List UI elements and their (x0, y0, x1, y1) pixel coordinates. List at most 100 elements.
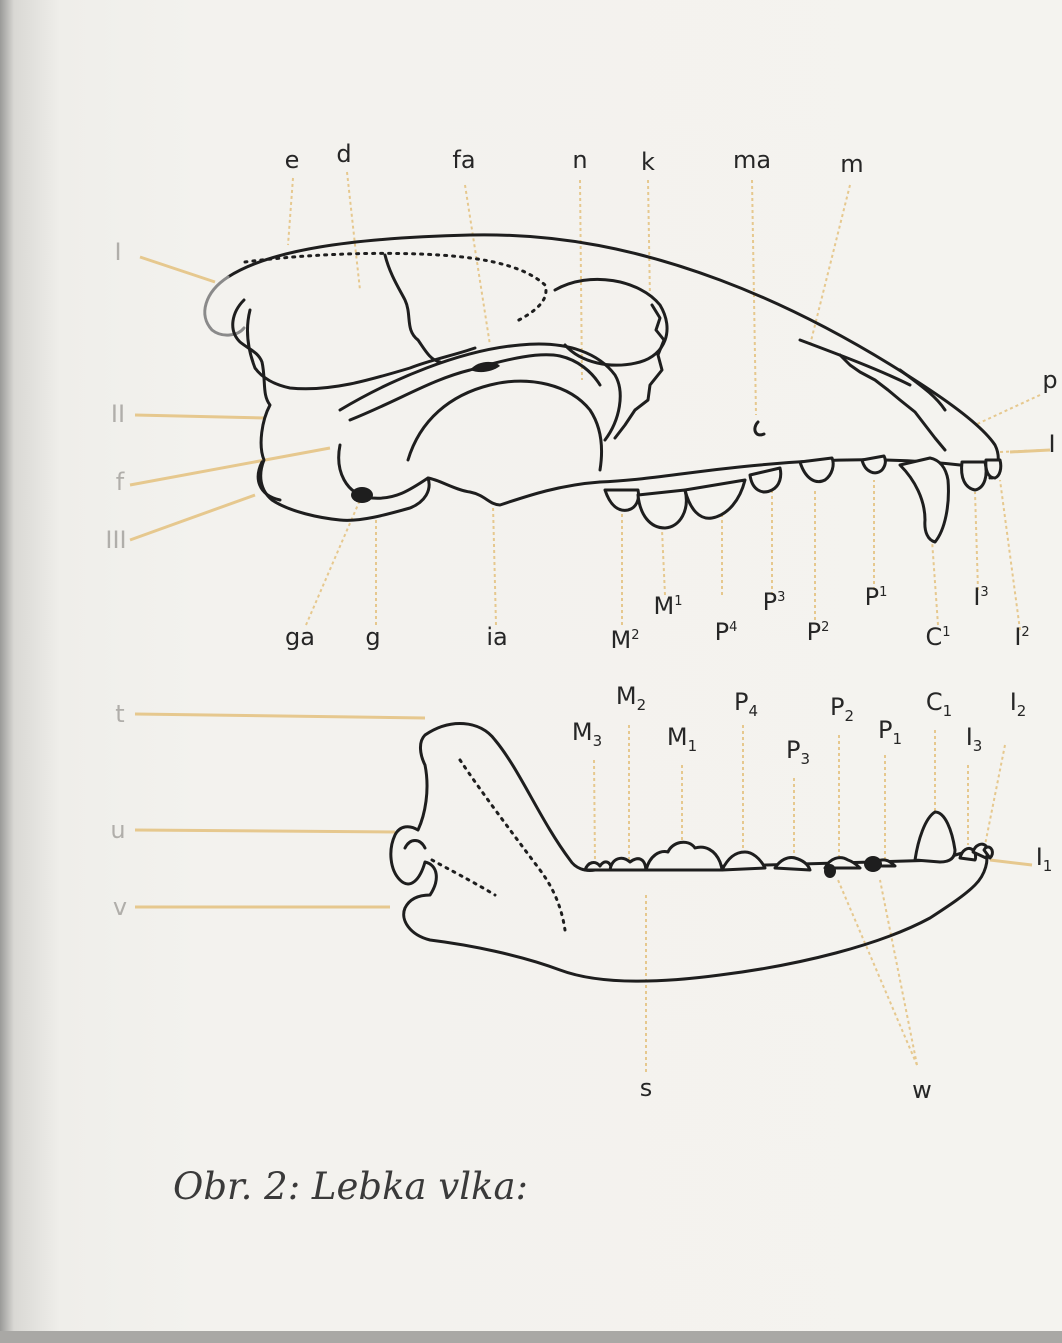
label-n: n (572, 148, 587, 172)
cranium-solids (351, 362, 500, 503)
leader-jaw-w2 (880, 880, 917, 1065)
leader-I3 (975, 492, 978, 590)
tooth-upper-C1 (900, 458, 948, 542)
label-lower-P2: P2 (830, 695, 854, 724)
tooth-upper-I2 (986, 460, 1001, 478)
label-ga: ga (285, 625, 315, 649)
leader-jaw-I1 (990, 860, 1032, 865)
nasal-suture (840, 355, 945, 450)
lower-teeth (585, 812, 992, 870)
masseteric-fossa-dots (460, 760, 565, 930)
leader-M1 (662, 530, 665, 595)
leader-i-left (1010, 450, 1050, 452)
figure-caption: Obr. 2: Lebka vlka: (173, 1165, 528, 1208)
label-upper-M2: M2 (611, 628, 640, 652)
tooth-upper-P3 (750, 468, 781, 492)
tooth-upper-P1 (862, 456, 885, 473)
label-lower-M1: M1 (667, 725, 697, 754)
label-upper-I3: I3 (973, 585, 988, 609)
tooth-upper-M2 (605, 490, 639, 510)
label-lower-P1: P1 (878, 718, 902, 747)
label-upper-P2: P2 (807, 620, 830, 644)
label-upper-P4: P4 (715, 620, 738, 644)
leader-ii (135, 415, 265, 418)
label-g: g (365, 625, 380, 649)
leader-jaw-t (135, 714, 425, 718)
label-ii: II (111, 402, 125, 426)
label-upper-C1: C1 (925, 625, 950, 649)
orbit (555, 279, 667, 365)
label-fa: fa (452, 148, 475, 172)
parietal-frontal-suture (385, 255, 440, 362)
cranium-outline (228, 235, 998, 478)
masseteric-fossa-lower-dots (432, 860, 495, 895)
leader-jaw-I2 (985, 745, 1005, 845)
tooth-lower-C1 (915, 812, 955, 862)
label-d: d (336, 142, 351, 166)
tooth-lower-P4 (722, 852, 765, 870)
label-ma: ma (733, 148, 771, 172)
nasal-dorsum (800, 340, 910, 385)
label-i-left: I (114, 240, 121, 264)
label-lower-C1: C1 (926, 690, 952, 719)
leader-ia (493, 505, 496, 625)
leader-jaw-u (135, 830, 395, 832)
label-lower-I2: I2 (1010, 690, 1027, 719)
label-lower-P4: P4 (734, 690, 758, 719)
label-v: v (113, 895, 127, 919)
label-ia: ia (486, 625, 507, 649)
mental-foramen-1 (824, 864, 836, 878)
tooth-upper-P4 (685, 480, 745, 518)
label-s: s (640, 1076, 653, 1100)
leader-iii (130, 495, 255, 540)
leader-p (975, 395, 1040, 425)
label-e: e (285, 148, 300, 172)
leader-d (347, 172, 360, 290)
cranium-dotted-lines (245, 253, 546, 322)
angular-process-notch (405, 841, 425, 849)
zygomatic-arch (340, 344, 620, 440)
label-upper-I2: I2 (1014, 625, 1029, 649)
leader-fa (465, 185, 490, 345)
leader-C1 (932, 540, 938, 625)
label-upper-M1: M1 (654, 594, 683, 618)
label-w: w (912, 1078, 932, 1102)
label-upper-P1: P1 (865, 585, 888, 609)
sagittal-crest-dots (245, 253, 546, 322)
label-upper-P3: P3 (763, 590, 786, 614)
tooth-upper-M1 (638, 490, 686, 528)
infraorbital-foramen (755, 422, 764, 435)
tooth-upper-P2 (800, 458, 833, 482)
leader-k (648, 180, 650, 300)
label-lower-I3: I3 (966, 725, 983, 754)
infraorbital-line (408, 381, 602, 470)
leader-jaw-M3 (594, 760, 595, 862)
label-m: m (840, 152, 863, 176)
label-lower-M3: M3 (572, 720, 602, 749)
label-lower-I1: I1 (1036, 845, 1053, 874)
label-iii: III (105, 528, 126, 552)
temporal-fossa (350, 355, 600, 420)
external-acoustic-meatus (351, 487, 373, 503)
tooth-lower-M1 (646, 842, 722, 870)
mental-foramen-2 (864, 856, 882, 872)
cranium-drawing (205, 235, 998, 521)
cranium-vault-suture (248, 310, 475, 389)
label-lower-M2: M2 (616, 684, 646, 713)
leader-h (140, 257, 215, 282)
jugal-lower (339, 445, 600, 505)
leader-jaw-w1 (838, 880, 917, 1065)
label-i-right: I (1048, 432, 1055, 456)
label-t: t (115, 702, 124, 726)
leader-e (288, 178, 293, 245)
label-lower-P3: P3 (786, 738, 810, 767)
label-k: k (641, 150, 655, 174)
label-p: p (1042, 368, 1057, 392)
label-u: u (110, 818, 125, 842)
upper-teeth (605, 456, 1001, 542)
leader-ma (752, 180, 756, 415)
leader-I2 (1000, 480, 1020, 630)
label-f: f (116, 470, 124, 494)
tooth-upper-I3 (962, 462, 987, 490)
